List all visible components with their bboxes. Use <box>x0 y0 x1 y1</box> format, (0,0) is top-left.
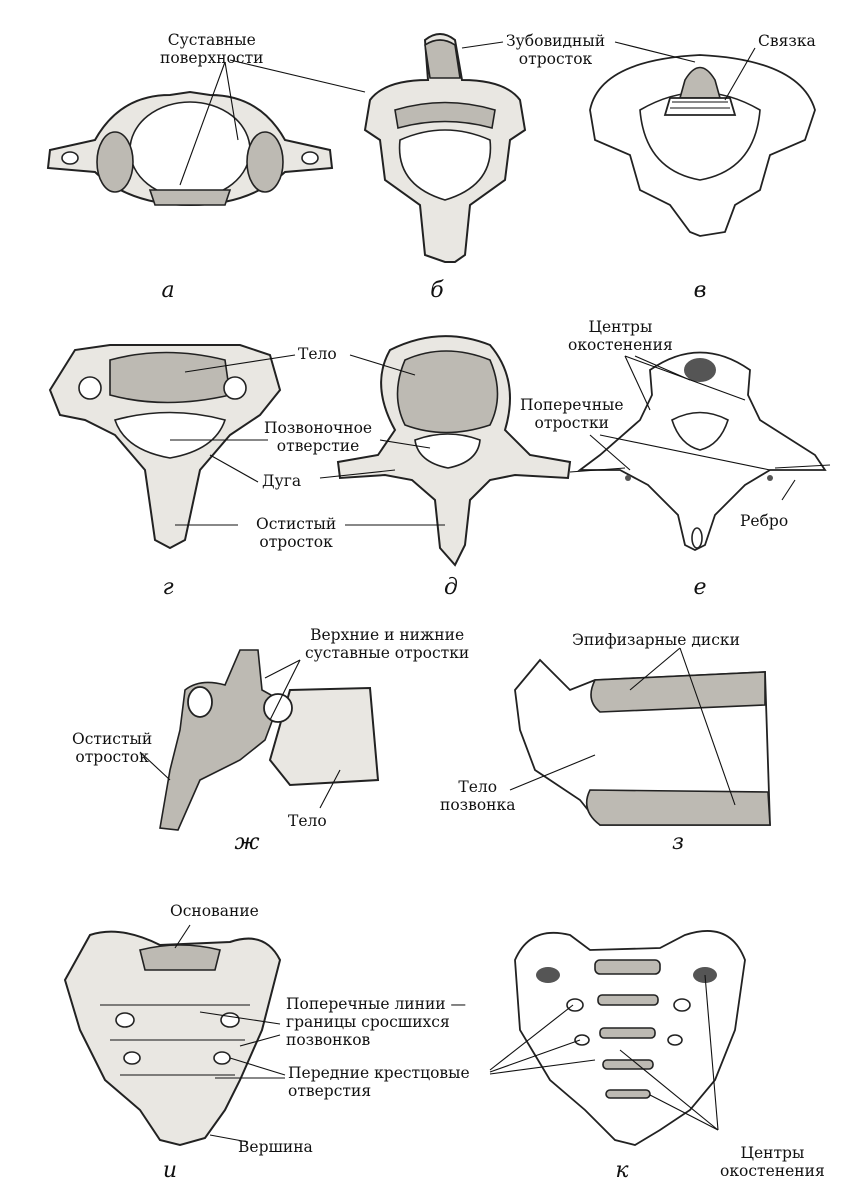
panel-letter-i: и <box>162 1158 178 1183</box>
panel-letter-g: г <box>162 575 174 600</box>
thoracic-vertebra-drawing <box>336 335 572 567</box>
panel-letter-d: д <box>444 575 458 600</box>
label-rib: Ребро <box>740 512 789 530</box>
panel-letter-a: а <box>161 278 175 303</box>
ossification-thoracic-drawing <box>569 351 831 552</box>
label-body: Тело <box>298 345 337 363</box>
panel-letter-e: е <box>693 575 707 600</box>
axis-drawing <box>363 33 527 263</box>
leader-lines <box>139 41 796 1143</box>
panel-letter-zh: ж <box>234 830 260 855</box>
panel-letter-v: в <box>693 278 707 303</box>
label-arch: Дуга <box>262 472 302 490</box>
panel-letter-k: к <box>615 1158 629 1183</box>
label-epiphyseal-discs: Эпифизарные диски <box>572 631 740 649</box>
sacrum-drawing <box>63 930 282 1147</box>
epiphyseal-body-drawing <box>514 658 771 826</box>
label-base: Основание <box>170 902 259 920</box>
label-ligament: Связка <box>758 32 816 50</box>
label-body-zh: Тело <box>288 812 327 830</box>
lumbar-vertebra-lateral-drawing <box>159 649 380 831</box>
panel-letter-b: б <box>430 278 444 303</box>
cervical-vertebra-drawing <box>48 344 282 550</box>
atlas-ligament-drawing <box>589 54 816 237</box>
label-apex: Вершина <box>238 1138 313 1156</box>
sacrum-ossification-drawing <box>514 930 746 1146</box>
atlas-drawing <box>46 90 334 207</box>
panel-letter-z: з <box>672 830 684 855</box>
